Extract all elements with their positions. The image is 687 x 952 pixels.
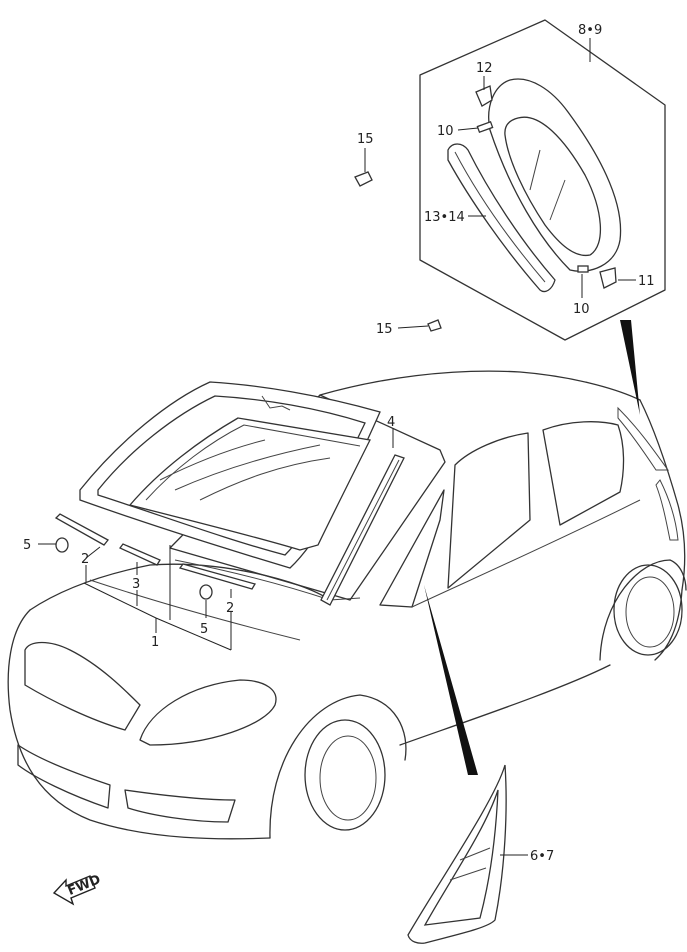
callout-13-14: 13•14 [424,210,465,225]
callout-3: 3 [132,577,140,592]
callout-2-right: 2 [226,601,234,616]
callout-4: 4 [387,415,395,430]
side-molding [320,454,405,606]
windshield-glass [79,381,381,569]
car-body [7,370,687,840]
callout-10-bottom: 10 [573,302,590,317]
callout-5-right: 5 [200,622,208,637]
callout-12: 12 [476,61,493,76]
clip-parts [55,537,213,600]
callout-11: 11 [638,274,655,289]
pointer-wedges [424,320,640,775]
fwd-label: FWD [66,872,103,899]
callout-labels: 1 2 2 3 4 5 5 6•7 8•9 10 10 11 12 13•14 … [23,23,655,864]
strip-parts [54,513,256,590]
callout-2-left: 2 [81,552,89,567]
callout-15-top: 15 [357,132,374,147]
callout-8-9: 8•9 [578,23,602,38]
callout-1: 1 [151,635,159,650]
callout-5-left: 5 [23,538,31,553]
callout-10-top: 10 [437,124,454,139]
callout-15-bottom: 15 [376,322,393,337]
detail-box-rear-quarter [419,19,666,341]
leader-lines [38,38,636,856]
front-quarter-glass [407,764,507,944]
clip-15-parts [354,171,442,332]
fwd-arrow-icon: FWD [52,872,103,906]
callout-6-7: 6•7 [530,849,554,864]
